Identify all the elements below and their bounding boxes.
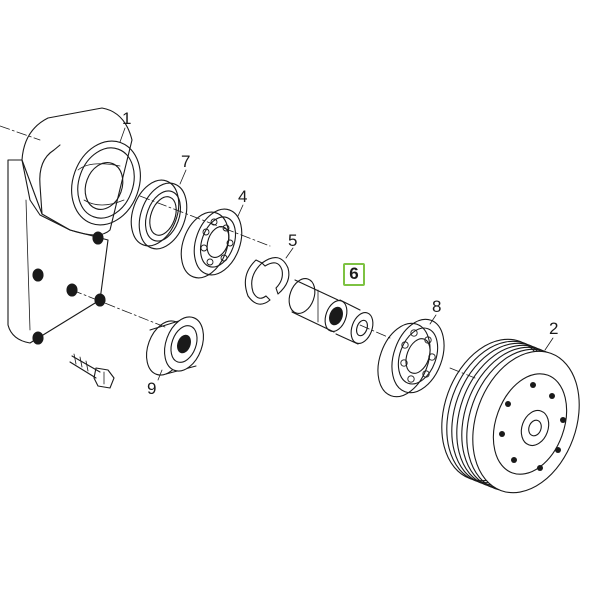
ball-bearing-8[interactable] xyxy=(368,312,453,404)
callout-2: 2 xyxy=(549,319,559,338)
callout-5: 5 xyxy=(288,231,298,250)
leader-lines xyxy=(119,127,554,381)
housing-bracket[interactable] xyxy=(7,107,152,345)
callout-4: 4 xyxy=(238,187,248,206)
shaft-sleeve-6[interactable] xyxy=(285,275,377,346)
pulley-2[interactable] xyxy=(423,324,598,507)
idler-roller-9[interactable] xyxy=(140,312,211,381)
snap-ring-5[interactable] xyxy=(244,257,290,305)
callout-6-highlighted[interactable]: 6 xyxy=(343,263,365,286)
center-lines xyxy=(0,125,476,379)
ball-bearing-4[interactable] xyxy=(173,203,251,285)
seal-ring-7[interactable] xyxy=(123,174,196,256)
callout-9: 9 xyxy=(147,379,157,398)
callout-7: 7 xyxy=(181,152,191,171)
callout-1: 1 xyxy=(122,109,132,128)
bolt[interactable] xyxy=(69,353,115,389)
callout-8: 8 xyxy=(432,297,442,316)
